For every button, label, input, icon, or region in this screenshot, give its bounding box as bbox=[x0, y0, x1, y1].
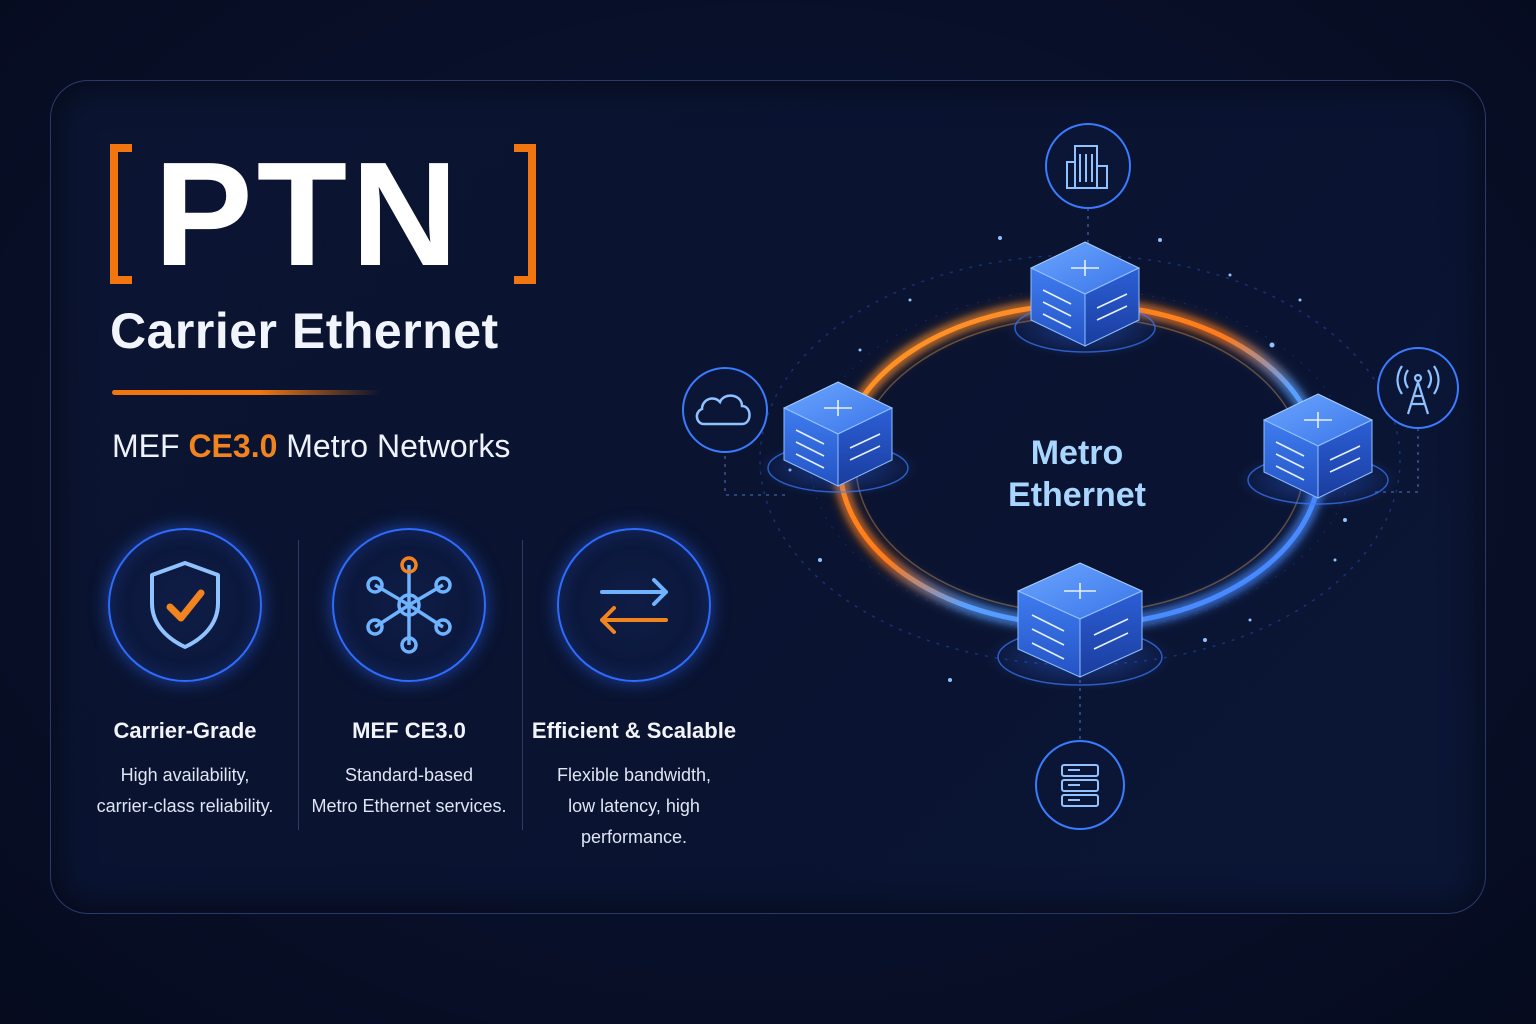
switch-node-right bbox=[1236, 393, 1400, 510]
feature-desc-line: performance. bbox=[580, 827, 688, 847]
left-bracket bbox=[110, 144, 132, 284]
metro-ethernet-diagram: Metro Ethernet bbox=[682, 123, 1459, 830]
feature-icon-circle bbox=[108, 528, 262, 682]
feature-icon-circle bbox=[332, 528, 486, 682]
tagline-prefix: MEF bbox=[112, 428, 189, 464]
feature-title: Carrier-Grade bbox=[113, 718, 257, 743]
right-bracket bbox=[514, 144, 536, 284]
particles bbox=[788, 236, 1347, 682]
cloud-icon bbox=[682, 367, 768, 453]
feature-title: MEF CE3.0 bbox=[352, 718, 466, 743]
feature-desc-line: High availability, bbox=[120, 765, 250, 785]
feature-desc: High availability, carrier-class reliabi… bbox=[70, 760, 300, 822]
feature-desc-line: Metro Ethernet services. bbox=[311, 796, 507, 816]
feature-desc: Flexible bandwidth, low latency, high pe… bbox=[519, 760, 749, 853]
network-hub-icon bbox=[366, 556, 452, 654]
tagline-highlight: CE3.0 bbox=[188, 428, 278, 464]
switch-node-top bbox=[1003, 241, 1167, 358]
page-title: PTN bbox=[154, 132, 462, 297]
title-divider bbox=[112, 390, 380, 395]
center-label-line: Ethernet bbox=[1008, 476, 1146, 514]
tagline-suffix: Metro Networks bbox=[277, 428, 511, 464]
feature-efficient: Efficient & Scalable Flexible bandwidth,… bbox=[519, 528, 749, 853]
page-subtitle: Carrier Ethernet bbox=[110, 303, 499, 359]
feature-desc-line: Standard-based bbox=[344, 765, 474, 785]
center-label-line: Metro bbox=[1031, 434, 1124, 472]
server-icon bbox=[1035, 740, 1125, 830]
feature-desc-line: Flexible bandwidth, bbox=[556, 765, 712, 785]
switch-node-bottom bbox=[985, 562, 1175, 691]
feature-icon-circle bbox=[557, 528, 711, 682]
main-card bbox=[50, 80, 1486, 914]
feature-title: Efficient & Scalable bbox=[531, 718, 737, 743]
feature-separator bbox=[298, 540, 299, 830]
switch-node-left bbox=[756, 381, 920, 498]
swap-arrows-icon bbox=[600, 578, 668, 634]
feature-desc: Standard-based Metro Ethernet services. bbox=[294, 760, 524, 822]
cell-tower-icon bbox=[1377, 347, 1459, 429]
feature-separator bbox=[522, 540, 523, 830]
feature-carrier-grade: Carrier-Grade High availability, carrier… bbox=[70, 528, 300, 822]
tagline: MEF CE3.0 Metro Networks bbox=[112, 428, 510, 465]
feature-mef-ce3: MEF CE3.0 Standard-based Metro Ethernet … bbox=[294, 528, 524, 822]
title-block: PTN bbox=[110, 132, 550, 297]
building-icon bbox=[1045, 123, 1131, 209]
shield-check-icon bbox=[150, 561, 220, 649]
feature-desc-line: carrier-class reliability. bbox=[96, 796, 274, 816]
feature-desc-line: low latency, high bbox=[568, 796, 700, 816]
